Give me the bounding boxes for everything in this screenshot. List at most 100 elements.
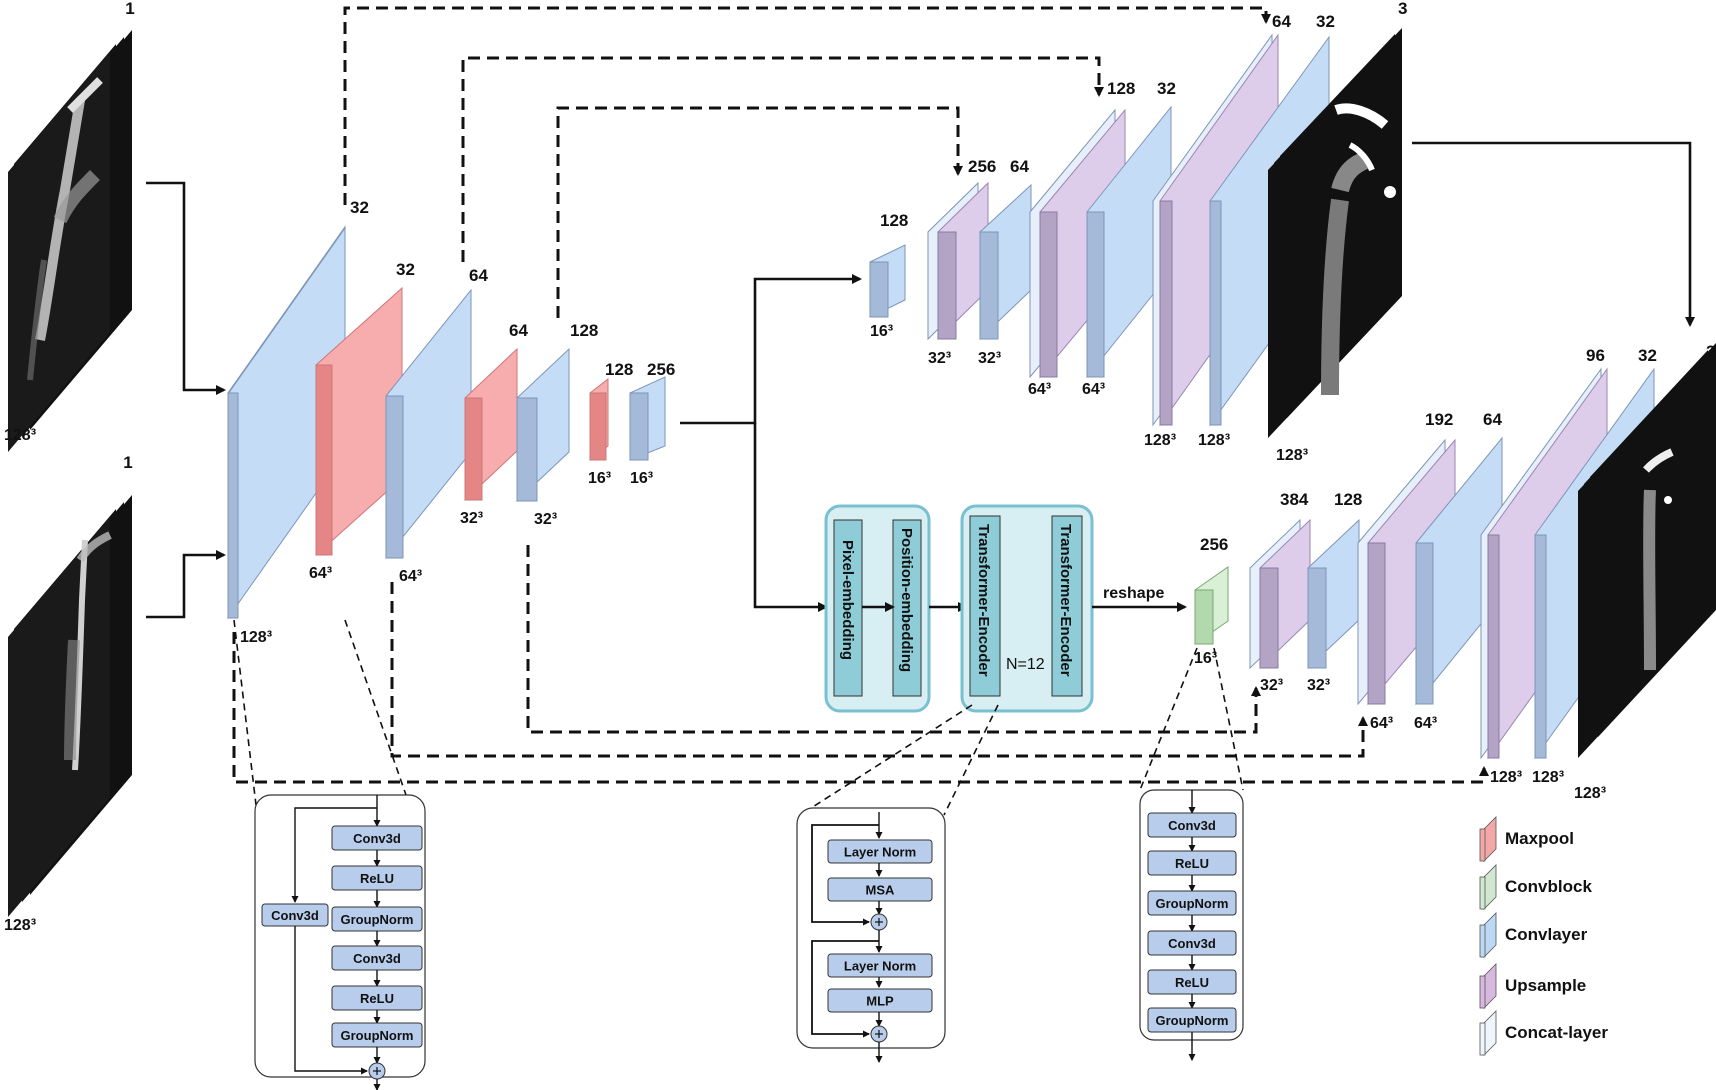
conv-block-step-2-label: ReLU (360, 871, 394, 886)
conv-block-step-1-label: Conv3d (353, 831, 401, 846)
top-up1-size-concat: 32³ (928, 350, 951, 367)
legend-label-3: Upsample (1505, 976, 1586, 995)
legend: MaxpoolConvblockConvlayerUpsampleConcat-… (1479, 816, 1608, 1056)
embedding-group (824, 504, 931, 713)
top-up3 (1152, 33, 1330, 427)
convblock-step-6: GroupNorm (1147, 1007, 1237, 1033)
bottom-up1-concat: 384 (1280, 490, 1309, 509)
bottom-output-size: 128³ (1574, 785, 1606, 802)
pixel-embedding-label: Pixel-embedding (839, 540, 856, 660)
bottom-up1 (1249, 518, 1360, 670)
conv-block-step-6-label: GroupNorm (341, 1028, 414, 1043)
bottom-up1-size-concat: 32³ (1260, 677, 1283, 694)
encoder-pool3 (589, 377, 609, 462)
input-image-1 (8, 30, 132, 452)
input2-channels: 1 (123, 453, 132, 472)
top-up3-size-concat: 128³ (1144, 432, 1176, 449)
position-embedding-label: Position-embedding (898, 528, 915, 672)
top-output-size: 128³ (1276, 447, 1308, 464)
bottom-output-image (1578, 343, 1716, 758)
encoder-pool1-size: 64³ (309, 565, 332, 582)
legend-item-convblock: Convblock (1479, 864, 1592, 910)
transformer-step-2: MSA (827, 877, 933, 902)
transformer-step-2-label: MSA (866, 883, 896, 898)
top-up2-concat: 128 (1107, 79, 1135, 98)
top-up2-conv: 32 (1157, 79, 1176, 98)
conv-block-step-4: Conv3d (331, 945, 423, 971)
top-bottleneck-size: 16³ (870, 323, 893, 340)
convblock-step-3-label: GroupNorm (1156, 896, 1229, 911)
bottom-output-channels: 3 (1706, 342, 1715, 361)
encoder-conv4-channels: 256 (647, 360, 675, 379)
convblock-step-4: Conv3d (1147, 930, 1237, 956)
encoder-conv4 (629, 376, 666, 461)
convblock-channels: 256 (1200, 535, 1228, 554)
transformer-encoder-2-label: Transformer-Encoder (1057, 524, 1074, 677)
encoder-pool2 (464, 347, 518, 502)
encoder-pool1-channels: 32 (396, 260, 415, 279)
input1-size: 128³ (4, 427, 36, 444)
transformer-encoder-1-label: Transformer-Encoder (975, 524, 992, 677)
bottom-up2 (1357, 436, 1503, 706)
bottom-up1-size-conv: 32³ (1307, 677, 1330, 694)
bottom-up2-conv: 64 (1483, 410, 1502, 429)
conv-block-skip: Conv3d (261, 903, 329, 927)
top-up1-conv: 64 (1010, 157, 1029, 176)
legend-label-1: Convblock (1505, 877, 1592, 896)
top-up2-size-concat: 64³ (1028, 381, 1051, 398)
encoder-conv3-size: 32³ (534, 511, 557, 528)
top-output-image (1268, 28, 1402, 438)
convblock-step-2-label: ReLU (1175, 856, 1209, 871)
convblock-size: 16³ (1194, 650, 1217, 667)
top-up2-size-conv: 64³ (1082, 381, 1105, 398)
top-up1 (927, 181, 1032, 341)
transformer-encoder-group (960, 504, 1094, 713)
encoder-pool3-size: 16³ (588, 470, 611, 487)
transformer-convblock (1194, 566, 1229, 645)
encoder-pool1 (315, 286, 403, 557)
bottom-up3-size-conv: 128³ (1532, 769, 1564, 786)
reshape-label: reshape (1103, 585, 1164, 602)
top-up2 (1029, 105, 1172, 379)
convblock-step-3: GroupNorm (1147, 890, 1237, 916)
transformer-step-4-label: MLP (866, 994, 894, 1009)
encoder-conv3 (516, 347, 570, 503)
convblock-step-5-label: ReLU (1175, 975, 1209, 990)
top-up3-size-conv: 128³ (1198, 432, 1230, 449)
encoder-pool3-channels: 128 (605, 360, 633, 379)
bottom-up3-concat: 96 (1586, 346, 1605, 365)
conv-block-step-5: ReLU (331, 985, 423, 1011)
conv-block-skip-label: Conv3d (271, 908, 319, 923)
encoder-conv1-size: 128³ (240, 629, 272, 646)
legend-item-upsample: Upsample (1479, 963, 1586, 1009)
conv-block-step-5-label: ReLU (360, 991, 394, 1006)
input1-channels: 1 (125, 0, 134, 18)
convblock-step-4-label: Conv3d (1168, 936, 1216, 951)
convblock-step-1-label: Conv3d (1168, 818, 1216, 833)
top-output-channels: 3 (1398, 0, 1407, 18)
transformer-block-detail (796, 807, 946, 1049)
legend-item-concat-layer: Concat-layer (1479, 1010, 1608, 1056)
transformer-step-4: MLP (827, 988, 933, 1013)
encoder-conv3-channels: 128 (570, 321, 598, 340)
transformer-step-3-label: Layer Norm (844, 959, 916, 974)
input-image-2 (8, 495, 132, 917)
top-up3-conv: 32 (1316, 12, 1335, 31)
encoder-conv1-channels: 32 (350, 198, 369, 217)
legend-item-maxpool: Maxpool (1479, 816, 1574, 862)
transformer-step-1-label: Layer Norm (844, 845, 916, 860)
conv-block-step-1: Conv3d (331, 825, 423, 851)
transformer-sum-2 (870, 1025, 888, 1043)
encoder-pool2-size: 32³ (460, 510, 483, 527)
top-bottleneck (869, 244, 906, 318)
bottom-up3-conv: 32 (1638, 346, 1657, 365)
legend-label-4: Concat-layer (1505, 1023, 1608, 1042)
conv-block-step-3: GroupNorm (331, 906, 423, 932)
bottom-up1-conv: 128 (1334, 490, 1362, 509)
top-up1-concat: 256 (968, 157, 996, 176)
transformer-step-1: Layer Norm (827, 839, 933, 864)
bottom-up2-size-concat: 64³ (1370, 715, 1393, 732)
